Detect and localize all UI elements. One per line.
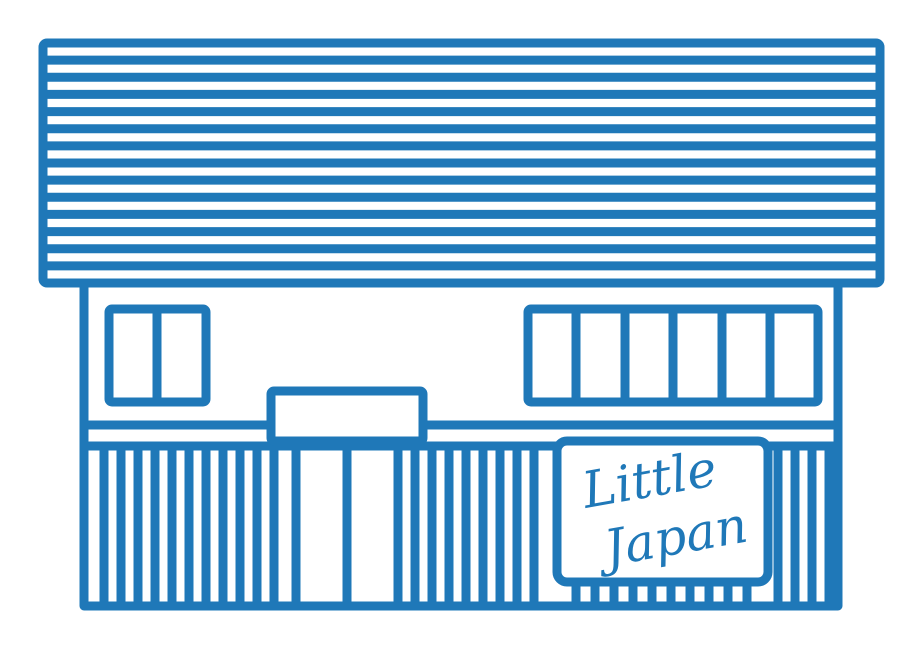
sign-text: Little Japan [577,439,752,579]
door [291,446,403,606]
window-right-dividers [571,309,775,402]
sign-board [552,436,773,587]
roof-slats [43,55,880,271]
door-header [266,386,428,446]
building-body [79,287,843,611]
lower-wall-slats [99,446,834,606]
roof [38,38,885,288]
